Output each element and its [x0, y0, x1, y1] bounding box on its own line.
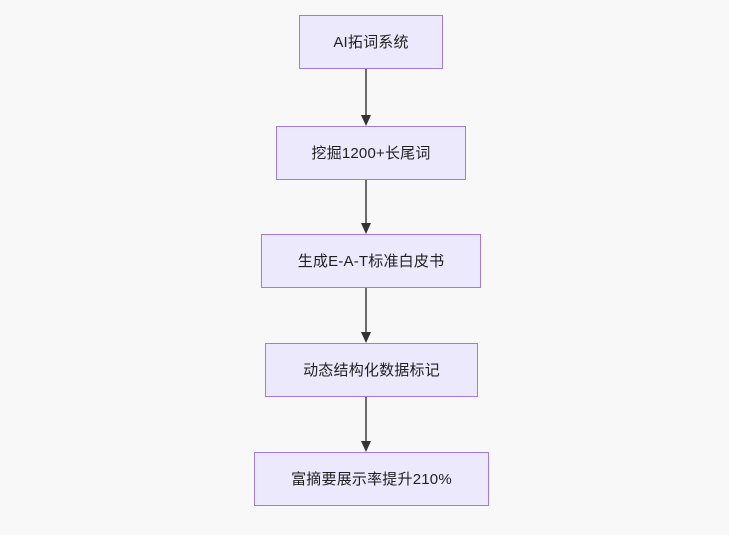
flow-node-label: 生成E-A-T标准白皮书 — [297, 252, 445, 270]
connector-arrow-2 — [356, 180, 376, 234]
flow-node-mine-longtail-keywords[interactable]: 挖掘1200+长尾词 — [276, 126, 466, 180]
flow-node-rich-snippet-rate-increase[interactable]: 富摘要展示率提升210% — [254, 452, 489, 506]
flow-node-label: 挖掘1200+长尾词 — [311, 144, 431, 162]
flow-node-label: 富摘要展示率提升210% — [291, 470, 452, 488]
flow-node-generate-eat-whitepaper[interactable]: 生成E-A-T标准白皮书 — [261, 234, 481, 288]
flow-node-label: AI拓词系统 — [333, 33, 409, 51]
connector-arrow-3 — [356, 288, 376, 343]
flow-node-ai-keyword-system[interactable]: AI拓词系统 — [299, 15, 443, 69]
connector-arrow-1 — [356, 69, 376, 126]
connector-arrow-4 — [356, 397, 376, 452]
flow-node-dynamic-structured-data-markup[interactable]: 动态结构化数据标记 — [265, 343, 478, 397]
flow-node-label: 动态结构化数据标记 — [303, 361, 440, 379]
